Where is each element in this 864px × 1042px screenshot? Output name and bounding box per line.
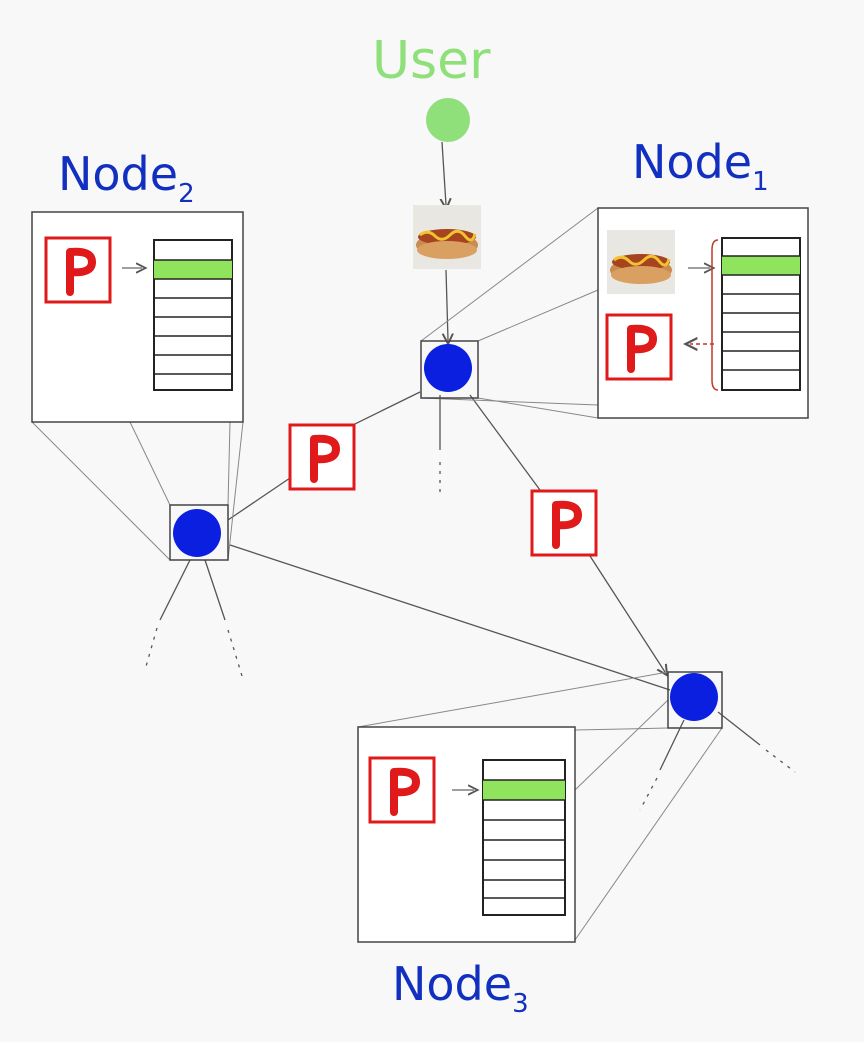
packet-icon <box>46 238 110 302</box>
packet-icon <box>532 491 596 555</box>
node2-zoom-box <box>31 211 244 423</box>
node1-label: Node1 <box>632 135 769 197</box>
node3 <box>667 671 723 729</box>
routing-table <box>153 239 233 391</box>
packet-icon <box>607 315 671 379</box>
routing-table <box>482 759 566 916</box>
hotdog-image <box>605 228 677 296</box>
routing-table <box>721 237 801 391</box>
user-label: User <box>372 31 491 91</box>
packet-icon <box>290 425 354 489</box>
connection-lines <box>144 141 796 811</box>
node2-label: Node2 <box>58 147 195 209</box>
zoom-lines <box>31 207 723 941</box>
node3-zoom-box <box>357 726 576 943</box>
user-node <box>426 98 470 142</box>
hotdog-image <box>411 203 483 271</box>
node1 <box>420 340 479 399</box>
node3-label: Node3 <box>392 957 529 1019</box>
node1-zoom-box <box>597 207 809 419</box>
node2 <box>169 504 229 561</box>
packet-icon <box>370 758 434 822</box>
